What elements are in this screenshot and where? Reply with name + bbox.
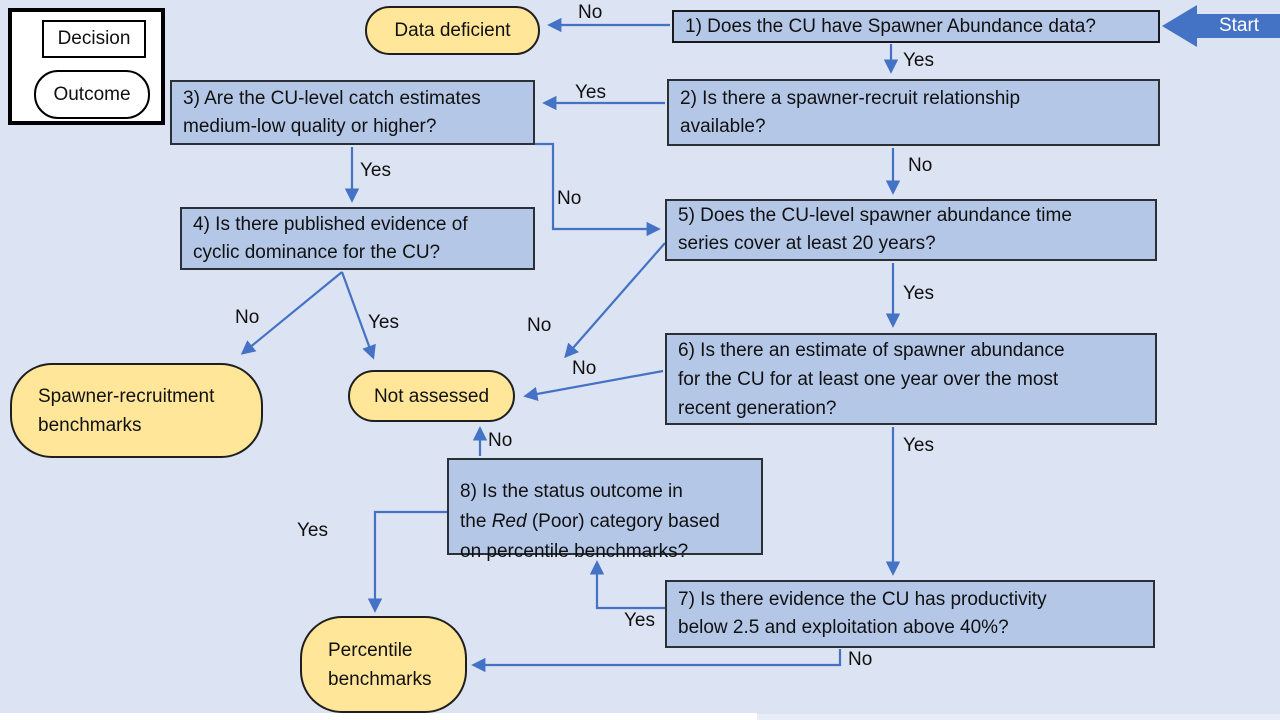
decision-box-7: 7) Is there evidence the CU has producti… <box>665 580 1155 648</box>
start-arrow <box>1162 5 1280 47</box>
decision-box-3: 3) Are the CU-level catch estimates medi… <box>170 80 535 145</box>
legend-decision-shape: Decision <box>42 20 146 58</box>
bottom-light-strip <box>757 714 1280 720</box>
outcome-spawner-recruitment-benchmarks: Spawner-recruitment benchmarks <box>10 363 263 458</box>
edge-box7-percentile <box>471 649 842 673</box>
decision-box-2: 2) Is there a spawner-recruit relationsh… <box>667 79 1160 146</box>
box8-text-after: (Poor) category based on percentile benc… <box>460 510 720 562</box>
edge-box4-spawner <box>240 271 343 355</box>
decision-box-5: 5) Does the CU-level spawner abundance t… <box>665 199 1157 261</box>
bottom-white-strip <box>0 713 757 720</box>
edge-label-no: No <box>527 315 552 336</box>
decision-box-6: 6) Is there an estimate of spawner abund… <box>665 333 1157 425</box>
edge-box8-percentile <box>367 510 447 613</box>
edge-label-yes: Yes <box>903 435 934 456</box>
outcome-data-deficient: Data deficient <box>365 6 540 55</box>
legend: Decision Outcome <box>8 8 165 125</box>
decision-box-8: 8) Is the status outcome in the Red (Poo… <box>447 458 763 562</box>
edge-label-no: No <box>235 307 260 328</box>
edge-box5-not-assessed <box>564 242 666 359</box>
edge-label-yes: Yes <box>575 82 606 103</box>
edge-label-yes: Yes <box>368 312 399 333</box>
edge-label-yes: Yes <box>360 160 391 181</box>
start-label: Start <box>1218 15 1260 36</box>
edge-label-yes: Yes <box>903 50 934 71</box>
edge-box3-box5 <box>535 142 661 237</box>
legend-outcome-label: Outcome <box>53 83 131 105</box>
edge-label-no: No <box>908 155 933 176</box>
edge-label-yes: Yes <box>297 520 328 541</box>
box8-text-italic: Red <box>491 510 527 532</box>
outcome-percentile-benchmarks: Percentile benchmarks <box>300 616 467 713</box>
decision-box-4: 4) Is there published evidence of cyclic… <box>180 207 535 270</box>
edge-box4-not-assessed <box>340 271 376 360</box>
edge-label-no: No <box>572 358 597 379</box>
legend-outcome-shape: Outcome <box>34 70 150 119</box>
edge-box7-box8 <box>589 560 665 610</box>
legend-decision-label: Decision <box>57 28 131 49</box>
edge-label-no: No <box>557 188 582 209</box>
edge-label-yes: Yes <box>903 283 934 304</box>
decision-box-1: 1) Does the CU have Spawner Abundance da… <box>672 10 1160 43</box>
outcome-not-assessed: Not assessed <box>348 370 515 422</box>
edge-label-yes: Yes <box>624 610 655 631</box>
box8-text-before: 8) Is the status outcome in the <box>460 480 683 532</box>
edge-label-no: No <box>488 430 513 451</box>
edge-label-no: No <box>578 2 603 23</box>
edge-box6-not-assessed <box>523 369 664 401</box>
edge-label-no: No <box>848 649 873 670</box>
